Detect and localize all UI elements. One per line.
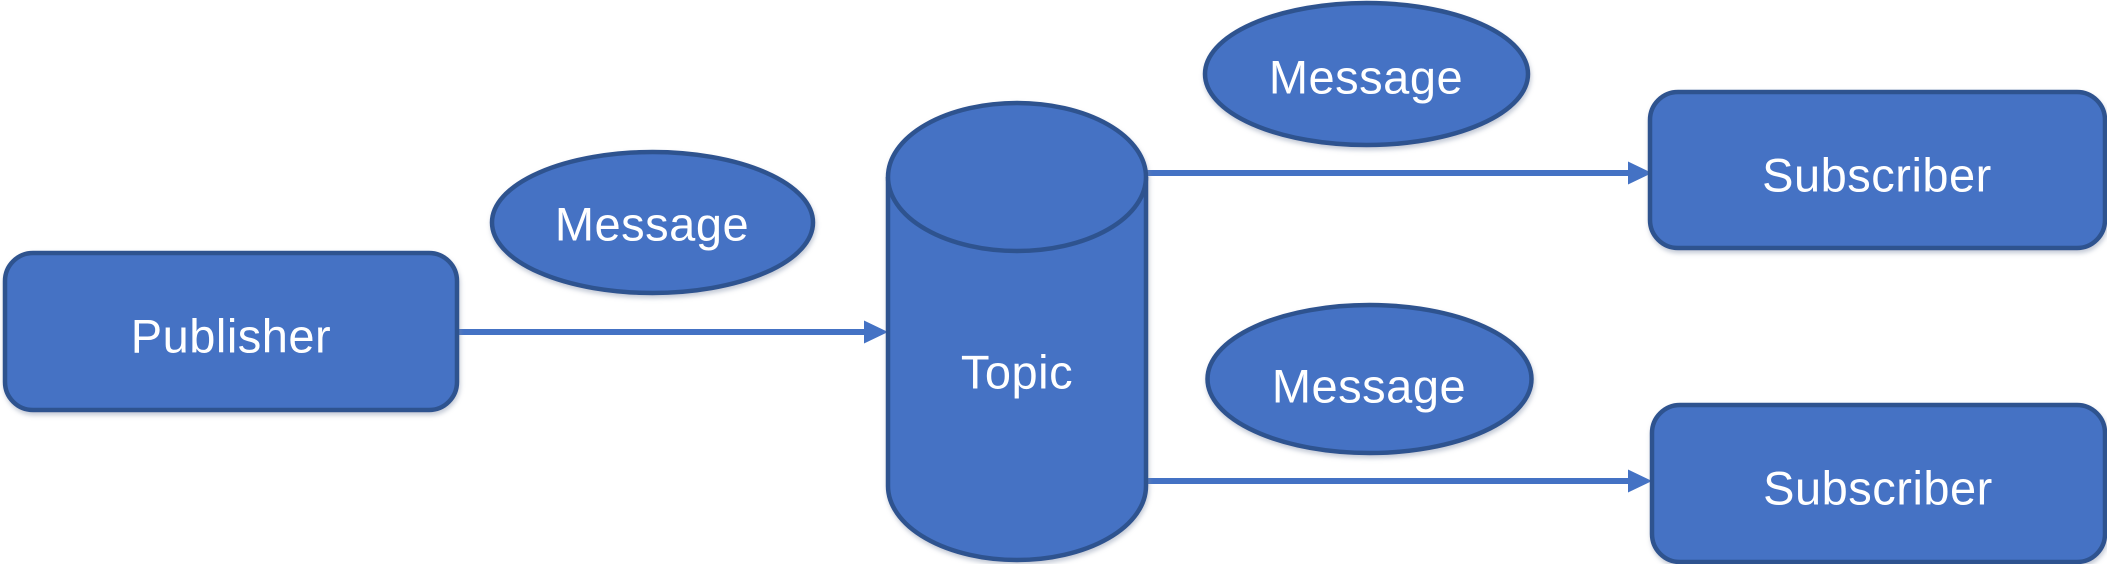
- arrowhead: [1628, 161, 1652, 185]
- topic-node: Topic: [885, 100, 1149, 563]
- message-top-node: Message: [1202, 0, 1531, 148]
- message-top-label: Message: [1269, 50, 1463, 103]
- publisher-box: [2, 250, 460, 413]
- subscriber-top-box: [1647, 89, 2107, 251]
- edge-topic-to-subscriber-top: [1145, 161, 1652, 185]
- message-left-ellipse: [489, 149, 816, 296]
- publisher-node: Publisher: [2, 250, 460, 413]
- subscriber-bottom-node: Subscriber: [1649, 402, 2107, 564]
- topic-cylinder-body: [885, 177, 1149, 563]
- message-bottom-ellipse: [1205, 302, 1534, 456]
- message-bottom-node: Message: [1205, 302, 1534, 456]
- message-left-node: Message: [489, 149, 816, 296]
- message-bottom-label: Message: [1272, 359, 1466, 412]
- message-left-label: Message: [555, 197, 749, 250]
- arrowhead: [864, 320, 888, 344]
- edge-publisher-to-topic: [457, 320, 888, 344]
- message-top-ellipse: [1202, 0, 1531, 148]
- subscriber-top-label: Subscriber: [1762, 148, 1992, 201]
- topic-label: Topic: [961, 345, 1073, 398]
- arrowhead: [1628, 469, 1652, 493]
- subscriber-top-node: Subscriber: [1647, 89, 2107, 251]
- subscriber-bottom-label: Subscriber: [1763, 461, 1993, 514]
- topic-cylinder-top: [885, 100, 1149, 254]
- edge-topic-to-subscriber-bottom: [1146, 469, 1652, 493]
- subscriber-bottom-box: [1649, 402, 2107, 564]
- publisher-label: Publisher: [131, 309, 331, 362]
